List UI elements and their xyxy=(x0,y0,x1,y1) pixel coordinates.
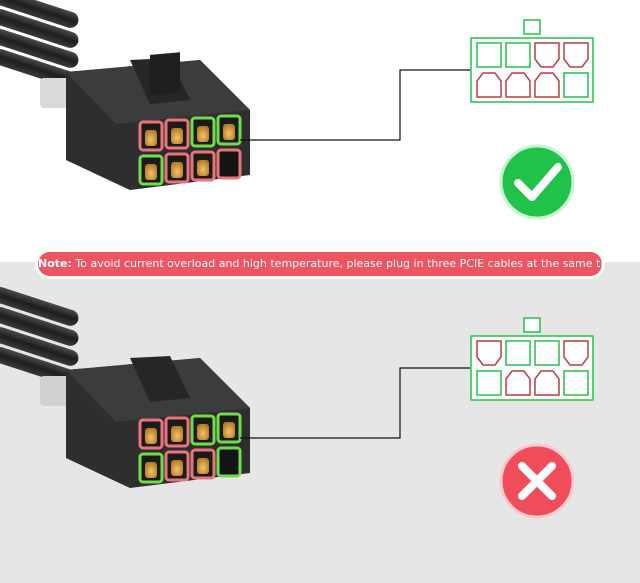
note-text: To avoid current overload and high tempe… xyxy=(75,257,602,270)
cross-icon xyxy=(499,443,575,519)
note-banner: Note: To avoid current overload and high… xyxy=(38,252,602,276)
pin-diagram xyxy=(470,317,594,401)
wrong-connector-drawing xyxy=(0,287,594,519)
leader-line xyxy=(240,367,470,439)
cable-bundle xyxy=(0,287,79,406)
correct-connector-drawing xyxy=(0,0,594,220)
pin-diagram xyxy=(470,19,594,103)
wrong-usage-scene xyxy=(0,262,640,583)
pin-bottom-4 xyxy=(216,148,242,180)
checkmark-icon xyxy=(499,144,575,220)
correct-usage-scene xyxy=(0,0,640,262)
leader-line xyxy=(240,69,470,141)
cable-bundle xyxy=(0,0,79,108)
connector-pins xyxy=(138,114,242,186)
note-label: Note: xyxy=(38,257,72,270)
pin-bottom-4 xyxy=(216,446,242,478)
connector-pins xyxy=(138,412,242,484)
